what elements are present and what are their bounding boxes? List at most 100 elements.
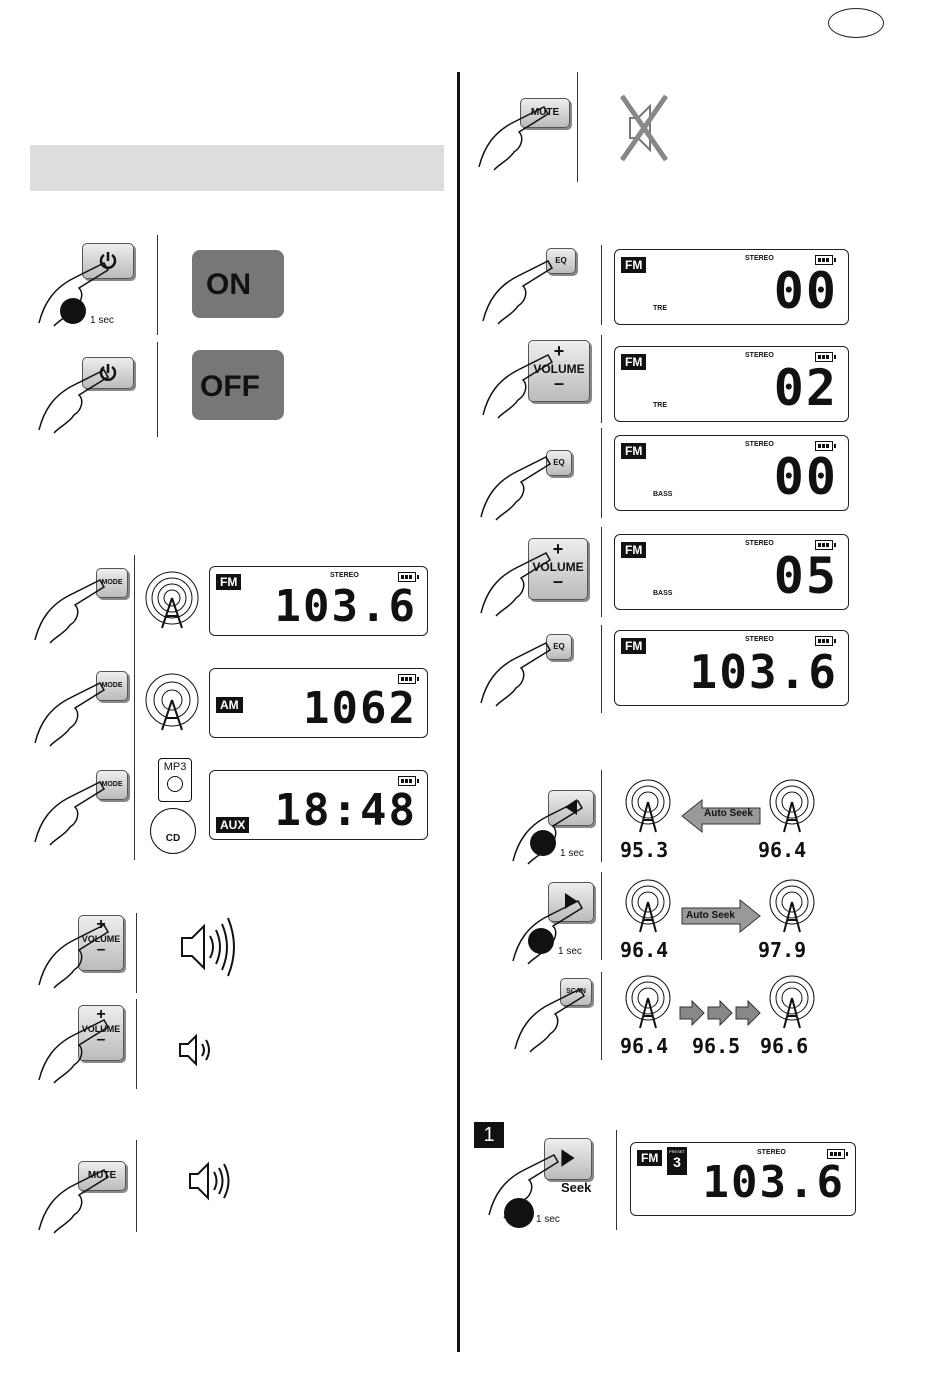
- off-label: OFF: [200, 370, 260, 403]
- radio-tower-icon: [769, 879, 815, 933]
- radio-tower-icon: [769, 779, 815, 833]
- lcd-stereo: STEREO: [330, 572, 359, 579]
- lcd-mode: FM: [216, 574, 242, 590]
- lcd-mode: FM: [621, 638, 647, 654]
- arrow-right-icon: [735, 1000, 761, 1026]
- mute-button[interactable]: MUTE: [78, 1161, 126, 1191]
- preset-number: 3: [673, 1154, 681, 1170]
- triangle-right-icon: [561, 1149, 575, 1167]
- mute-button[interactable]: MUTE: [520, 98, 570, 128]
- volume-label: VOLUME: [81, 1024, 121, 1034]
- battery-icon: [398, 776, 419, 786]
- hand-icon: [38, 924, 110, 989]
- seek-freq: 95.3: [620, 838, 669, 862]
- muted-speaker-icon: [619, 94, 669, 162]
- power-hold-time: 1 sec: [90, 315, 114, 326]
- seek-freq: 96.4: [620, 938, 669, 962]
- lcd-mode: FM: [621, 354, 647, 370]
- hand-icon: [480, 642, 552, 707]
- seek-hold-time: 1 sec: [560, 848, 584, 859]
- mp3-player-icon: MP3: [158, 758, 192, 802]
- eq-button[interactable]: EQ: [546, 634, 572, 660]
- volume-minus: –: [96, 941, 106, 958]
- cd-label: CD: [165, 833, 181, 844]
- radio-tower-icon: [145, 673, 199, 731]
- radio-tower-icon: [625, 975, 671, 1029]
- lcd-mode: FM: [637, 1150, 663, 1166]
- power-button[interactable]: [82, 243, 134, 279]
- seek-back-button[interactable]: [548, 790, 594, 826]
- volume-plus: +: [96, 1006, 106, 1023]
- lcd-sub: TRE: [653, 305, 667, 312]
- battery-icon: [815, 352, 836, 362]
- arrow-left-icon: [681, 798, 761, 834]
- battery-icon: [815, 441, 836, 451]
- lcd-sub: TRE: [653, 402, 667, 409]
- column-divider: [457, 72, 460, 1352]
- volume-plus: +: [552, 539, 564, 559]
- timer-icon: [60, 298, 86, 324]
- timer-icon: [504, 1198, 534, 1228]
- eq-lcd: FM STEREO BASS 00: [614, 435, 849, 511]
- power-button-off[interactable]: [82, 357, 134, 389]
- hand-icon: [34, 682, 106, 747]
- power-icon: [99, 252, 117, 269]
- mode-lcd-fm: FM STEREO 103.6: [209, 566, 428, 636]
- battery-icon: [827, 1149, 848, 1159]
- seek-freq: 97.9: [758, 938, 807, 962]
- arrow-right-icon: [681, 898, 761, 934]
- cd-icon: CD: [150, 808, 196, 854]
- timer-icon: [528, 928, 554, 954]
- volume-button[interactable]: + VOLUME –: [78, 915, 124, 971]
- volume-button[interactable]: + VOLUME –: [78, 1005, 124, 1061]
- scan-freq: 96.4: [620, 1034, 669, 1058]
- eq-lcd: FM STEREO 103.6: [614, 630, 849, 706]
- volume-button[interactable]: + VOLUME –: [528, 538, 588, 600]
- auto-seek-label: Auto Seek: [704, 808, 753, 819]
- hand-icon: [38, 1019, 110, 1084]
- lcd-value: 00: [773, 262, 838, 320]
- step-number: 1: [474, 1122, 504, 1148]
- lcd-stereo: STEREO: [757, 1149, 786, 1156]
- lcd-sub: BASS: [653, 491, 673, 498]
- volume-minus: –: [552, 571, 563, 591]
- eq-button[interactable]: EQ: [546, 248, 576, 274]
- radio-tower-icon: [769, 975, 815, 1029]
- lcd-mode: AUX: [216, 817, 250, 833]
- seek-label: Seek: [561, 1180, 592, 1195]
- on-label: ON: [206, 268, 251, 301]
- radio-off-image: OFF: [192, 350, 284, 420]
- hand-icon: [34, 579, 106, 644]
- seek-forward-button[interactable]: [544, 1138, 592, 1180]
- volume-minus: –: [553, 373, 564, 393]
- lcd-stereo: STEREO: [745, 441, 774, 448]
- hand-icon: [38, 369, 110, 434]
- seek-freq: 96.4: [758, 838, 807, 862]
- mode-button[interactable]: MODE: [96, 568, 128, 598]
- preset-indicator: PRESET 3: [667, 1147, 687, 1175]
- lcd-stereo: STEREO: [745, 255, 774, 262]
- lcd-stereo: STEREO: [745, 636, 774, 643]
- hand-icon: [480, 552, 552, 617]
- preset-hold-time: 1 sec: [536, 1214, 560, 1225]
- hand-icon: [514, 988, 586, 1053]
- eq-lcd: FM STEREO TRE 00: [614, 249, 849, 325]
- hand-icon: [34, 781, 106, 846]
- battery-icon: [815, 636, 836, 646]
- eq-button[interactable]: EQ: [546, 450, 572, 476]
- triangle-right-icon: [565, 893, 577, 909]
- preset-lcd: FM PRESET 3 STEREO 103.6: [630, 1142, 856, 1216]
- volume-plus: +: [96, 916, 106, 933]
- speaker-icon: [189, 1161, 230, 1201]
- battery-icon: [815, 255, 836, 265]
- radio-on-image: ON: [192, 250, 284, 318]
- lcd-sub: BASS: [653, 590, 673, 597]
- auto-seek-label: Auto Seek: [686, 910, 735, 921]
- timer-icon: [530, 830, 556, 856]
- mp3-label: MP3: [163, 761, 187, 773]
- lcd-mode: AM: [216, 697, 243, 713]
- hand-icon: [478, 106, 550, 171]
- speaker-loud-icon: [181, 917, 235, 977]
- radio-tower-icon: [625, 779, 671, 833]
